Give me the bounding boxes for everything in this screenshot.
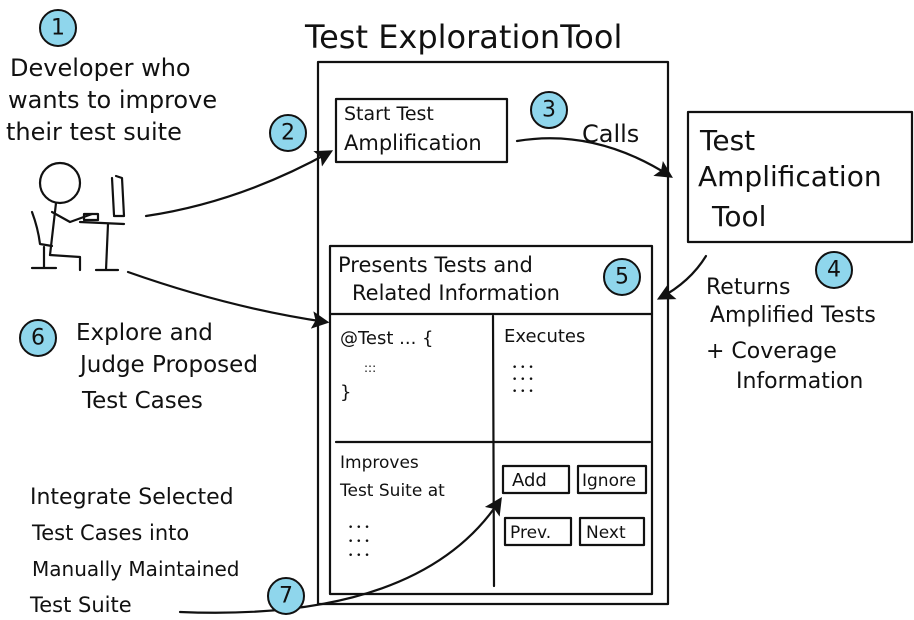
step-6-bubble bbox=[19, 319, 57, 357]
step-2-number: 2 bbox=[281, 121, 295, 146]
improves-dots-row-1: • • • bbox=[348, 523, 370, 533]
step-6-number: 6 bbox=[31, 326, 45, 351]
amplification-tool-box bbox=[686, 110, 914, 244]
arrow-amplification-to-panel bbox=[656, 254, 708, 300]
step-4-bubble bbox=[815, 251, 853, 289]
test-code-close: } bbox=[340, 382, 351, 403]
integrate-line-2: Test Cases into bbox=[31, 521, 189, 545]
add-button[interactable] bbox=[501, 464, 571, 495]
arrow-integrate-to-add bbox=[178, 497, 502, 614]
presents-line-2: Related Information bbox=[352, 281, 560, 305]
returns-line-2: Amplified Tests bbox=[710, 303, 876, 328]
executes-dots-row-3: • • • bbox=[512, 387, 534, 397]
returns-line-1: Returns bbox=[706, 275, 790, 300]
add-button-label: Add bbox=[512, 470, 547, 491]
explore-line-3: Test Cases bbox=[81, 388, 203, 414]
arrow-developer-to-panel bbox=[126, 270, 330, 329]
step-3-number: 3 bbox=[542, 98, 556, 123]
improves-dots-row-2: • • • bbox=[348, 537, 370, 547]
integrate-line-4: Test Suite bbox=[29, 593, 132, 617]
improves-line-1: Improves bbox=[340, 453, 419, 473]
developer-label-line-2: wants to improve bbox=[8, 86, 217, 114]
executes-label: Executes bbox=[504, 326, 585, 347]
step-7-number: 7 bbox=[279, 584, 293, 609]
explore-line-2: Judge Proposed bbox=[78, 352, 258, 378]
panel-vertical-divider bbox=[491, 314, 496, 588]
explore-line-1: Explore and bbox=[76, 320, 213, 346]
exploration-tool-frame bbox=[316, 60, 670, 606]
next-button-label: Next bbox=[586, 523, 626, 543]
developer-label-line-1: Developer who bbox=[10, 54, 191, 82]
next-button[interactable] bbox=[578, 516, 646, 547]
step-1-bubble bbox=[39, 9, 77, 47]
returns-line-4: Information bbox=[736, 369, 863, 394]
developer-figure bbox=[30, 161, 126, 272]
diagram-title: Test ExplorationTool bbox=[304, 18, 622, 56]
presentation-panel bbox=[328, 244, 654, 596]
calls-label: Calls bbox=[582, 120, 639, 148]
start-amplification-button[interactable] bbox=[334, 97, 509, 164]
start-button-line-2: Amplification bbox=[344, 131, 482, 155]
step-4-number: 4 bbox=[827, 258, 841, 283]
arrow-developer-to-start bbox=[144, 150, 334, 218]
arrow-start-to-amplification bbox=[515, 137, 673, 178]
presents-line-1: Presents Tests and bbox=[338, 253, 533, 277]
ignore-button-label: Ignore bbox=[582, 471, 636, 491]
step-5-number: 5 bbox=[615, 265, 629, 290]
step-2-bubble bbox=[269, 114, 307, 152]
start-button-line-1: Start Test bbox=[344, 103, 434, 125]
test-code-dots: ::: bbox=[364, 361, 376, 375]
returns-line-3: + Coverage bbox=[706, 339, 837, 364]
developer-label-line-3: their test suite bbox=[6, 118, 182, 146]
prev-button-label: Prev. bbox=[510, 523, 551, 543]
step-1-number: 1 bbox=[51, 16, 65, 41]
improves-dots-row-3: • • • bbox=[348, 551, 370, 561]
step-5-bubble bbox=[603, 258, 641, 296]
amplification-tool-line-3: Tool bbox=[711, 200, 766, 233]
integrate-line-3: Manually Maintained bbox=[32, 557, 240, 581]
prev-button[interactable] bbox=[503, 516, 573, 547]
test-code-line: @Test ... { bbox=[340, 328, 434, 349]
step-3-bubble bbox=[530, 91, 568, 129]
integrate-line-1: Integrate Selected bbox=[30, 485, 234, 510]
step-7-bubble bbox=[267, 577, 305, 615]
amplification-tool-line-1: Test bbox=[699, 124, 755, 157]
amplification-tool-line-2: Amplification bbox=[698, 160, 882, 193]
executes-dots-row-2: • • • bbox=[512, 375, 534, 385]
improves-line-2: Test Suite at bbox=[339, 481, 445, 501]
ignore-button[interactable] bbox=[576, 464, 648, 495]
executes-dots-row-1: • • • bbox=[512, 363, 534, 373]
